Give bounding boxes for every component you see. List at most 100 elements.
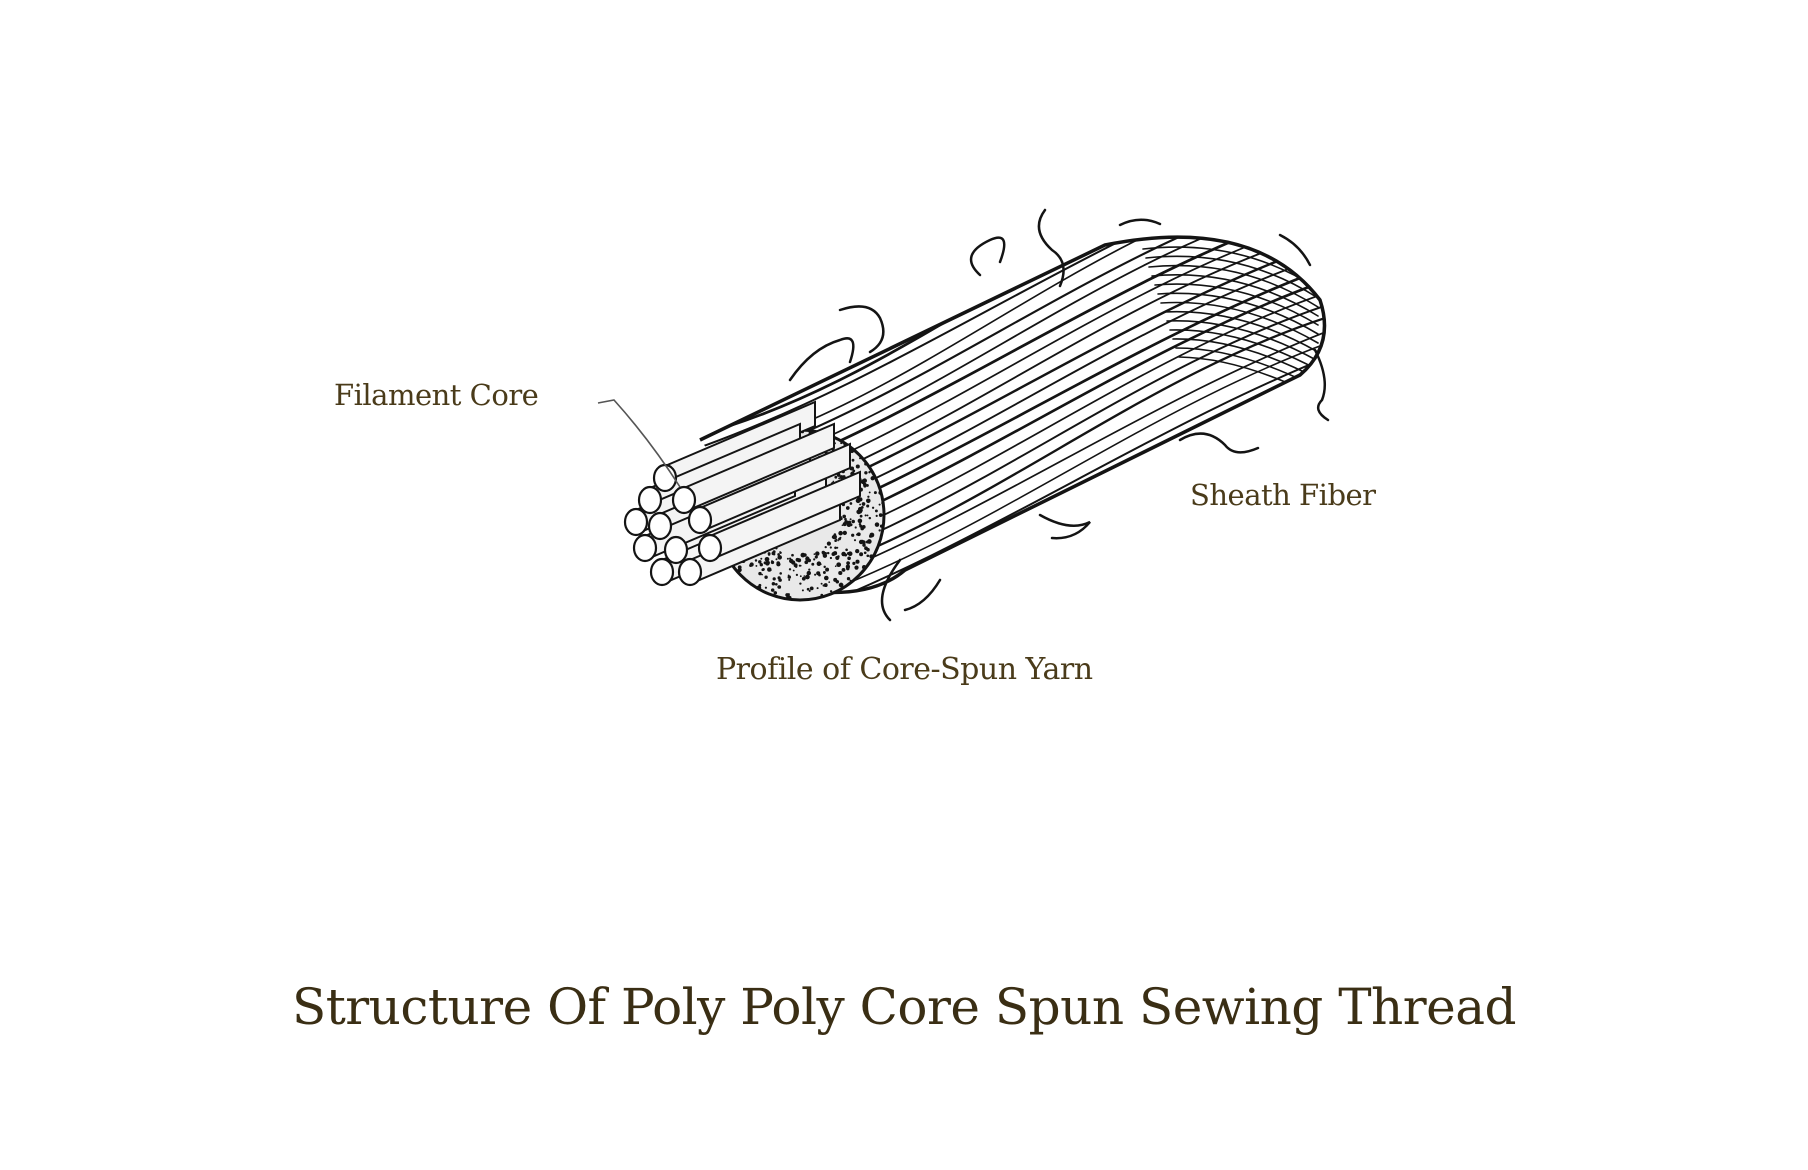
- sheath-pore-dot: [806, 587, 810, 591]
- loose-fiber: [1178, 432, 1260, 454]
- sheath-fiber-strand: [1157, 292, 1319, 335]
- sheath-pore-dot: [863, 484, 867, 488]
- sheath-pore-dot: [813, 553, 816, 555]
- filament-tip: [623, 507, 649, 537]
- sheath-pore-dot: [858, 523, 862, 526]
- filament-core-label: Filament Core: [334, 378, 539, 412]
- sheath-pore-dot: [787, 595, 792, 600]
- sheath-pore-dot: [873, 491, 877, 495]
- filament-tip: [637, 485, 663, 515]
- sheath-pore-dot: [772, 577, 776, 581]
- sheath-fiber-strand: [703, 237, 1282, 447]
- sheath-pore-dot: [839, 475, 844, 480]
- sheath-pore-dot: [859, 457, 862, 460]
- sheath-pore-dot: [773, 553, 776, 556]
- sheath-pore-dot: [803, 553, 807, 557]
- sheath-pore-dot: [820, 593, 824, 597]
- sheath-pore-dot: [864, 462, 868, 466]
- loose-fiber: [788, 337, 855, 382]
- sheath-fiber-strand: [1154, 283, 1319, 326]
- loose-fiber: [903, 578, 942, 612]
- sheath-pore-dot: [771, 582, 776, 586]
- sheath-pore-dot: [822, 571, 826, 574]
- sheath-pore-dot: [737, 567, 742, 573]
- sheath-pore-dot: [868, 471, 871, 474]
- sheath-pore-dot: [814, 573, 817, 576]
- sheath-pore-dot: [859, 508, 863, 512]
- sheath-pore-dot: [761, 568, 765, 572]
- filament-tip: [677, 557, 703, 587]
- sheath-pore-dot: [834, 565, 837, 568]
- sheath-pore-dot: [804, 560, 809, 565]
- sheath-pore-dot: [795, 573, 799, 577]
- sheath-pore-dot: [867, 495, 870, 498]
- sheath-pore-dot: [788, 578, 791, 581]
- sheath-pore-dot: [874, 509, 878, 513]
- sheath-pore-dot: [854, 526, 857, 529]
- sheath-pore-dot: [836, 562, 842, 568]
- sheath-pore-dot: [806, 570, 812, 576]
- sheath-pore-dot: [858, 497, 863, 502]
- sheath-pore-dot: [808, 568, 811, 571]
- sheath-pore-dot: [849, 518, 852, 521]
- sheath-pore-dot: [779, 551, 781, 553]
- sheath-pore-dot: [806, 556, 809, 559]
- filament-core-bundle: [623, 400, 861, 587]
- loose-fiber: [1037, 208, 1065, 288]
- sheath-pore-dot: [820, 582, 823, 585]
- sheath-pore-dot: [845, 506, 850, 510]
- sheath-pore-dot: [852, 469, 856, 473]
- filament-tip: [663, 535, 689, 565]
- sheath-pore-dot: [760, 557, 763, 560]
- sheath-pore-dot: [792, 569, 795, 572]
- sheath-pore-dot: [776, 561, 780, 565]
- sheath-pore-dot: [864, 471, 868, 475]
- sheath-pore-dot: [829, 546, 832, 549]
- sheath-pore-dot: [791, 553, 794, 557]
- sheath-fiber-strand: [1163, 310, 1319, 353]
- sheath-fiber-strand: [1148, 264, 1319, 308]
- sheath-pore-dot: [875, 514, 878, 517]
- loose-fiber: [1313, 348, 1330, 422]
- sheath-pore-dot: [837, 539, 839, 542]
- sheath-pore-dot: [773, 591, 778, 595]
- sheath-fiber-strand: [1151, 274, 1319, 317]
- sheath-pore-dot: [758, 571, 762, 576]
- sheath-pore-dot: [866, 554, 870, 558]
- sheath-pore-dot: [826, 541, 831, 546]
- sheath-pore-dot: [849, 523, 853, 527]
- sheath-pore-dot: [874, 522, 880, 527]
- sheath-pore-dot: [859, 503, 862, 506]
- sheath-pore-dot: [857, 518, 863, 524]
- sheath-pore-dot: [767, 553, 771, 556]
- sheath-pore-dot: [862, 543, 866, 547]
- sheath-fiber-label: Sheath Fiber: [1190, 478, 1376, 512]
- sheath-pore-dot: [838, 530, 843, 536]
- sheath-pore-dot: [861, 540, 866, 545]
- sheath-pore-dot: [771, 560, 773, 562]
- sheath-pore-dot: [822, 584, 825, 587]
- sheath-pore-dot: [789, 558, 794, 564]
- sheath-pore-dot: [866, 547, 870, 552]
- sheath-pore-dot: [866, 504, 870, 508]
- sheath-pore-dot: [856, 532, 861, 537]
- sheath-pore-dot: [869, 554, 874, 559]
- sheath-pore-dot: [835, 538, 838, 541]
- sheath-pore-dot: [871, 506, 875, 509]
- loose-fiber: [880, 558, 902, 622]
- sheath-pore-dot: [767, 567, 772, 572]
- sheath-pore-dot: [834, 579, 837, 582]
- sheath-fiber-strand: [780, 331, 1325, 593]
- sheath-pore-dot: [864, 514, 867, 517]
- sheath-pore-dot: [832, 551, 836, 556]
- loose-fiber: [969, 236, 1006, 277]
- sheath-pore-dot: [813, 558, 816, 561]
- sheath-pore-dot: [775, 558, 778, 561]
- sheath-pore-dot: [851, 533, 855, 537]
- sheath-pore-dot: [861, 565, 867, 570]
- sheath-pore-dot: [837, 555, 840, 558]
- sheath-pore-dot: [836, 546, 839, 549]
- sheath-pore-dot: [844, 517, 847, 521]
- sheath-pore-dot: [829, 590, 833, 593]
